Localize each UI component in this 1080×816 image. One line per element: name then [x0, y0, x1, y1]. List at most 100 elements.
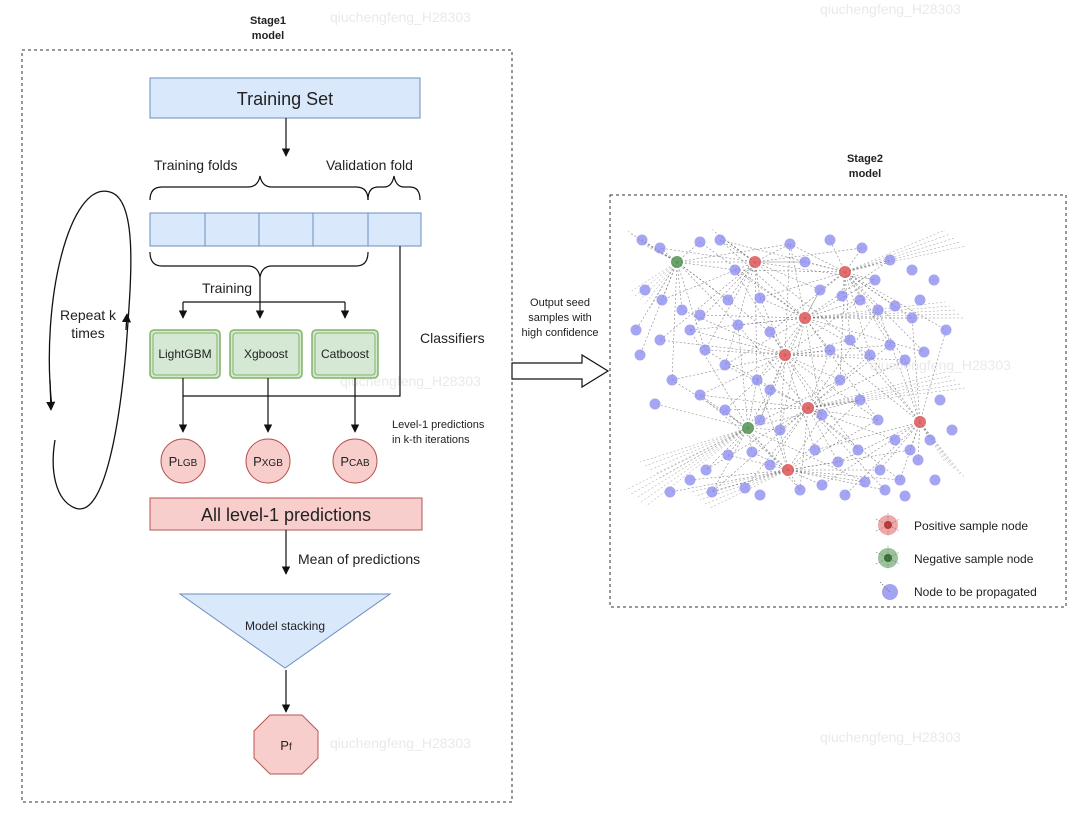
prediction-lgb: PLGB [160, 438, 206, 484]
positive-node [914, 416, 926, 428]
propagate-node [814, 284, 826, 296]
graph-edge [807, 375, 951, 409]
propagate-node [706, 486, 718, 498]
graph-edge [676, 243, 791, 263]
graph-edge [756, 317, 806, 381]
propagate-node [912, 454, 924, 466]
positive-node [779, 349, 791, 361]
graph-edge [724, 407, 809, 411]
graph-edge [844, 245, 966, 273]
propagate-node [746, 446, 758, 458]
graph-edge [724, 317, 806, 366]
graph-edge [759, 297, 806, 319]
graph-edge [779, 429, 789, 471]
graph-edge [639, 261, 678, 356]
repeat-label: Repeat k [60, 307, 117, 323]
propagate-node [636, 234, 648, 246]
graph-edge [804, 309, 956, 319]
propagate-node [884, 254, 896, 266]
training-folds-brace [149, 175, 369, 201]
level1-note: Level-1 predictions [392, 419, 485, 431]
propagate-node [754, 292, 766, 304]
graph-edge [754, 261, 851, 341]
graph-edge [629, 261, 678, 293]
svg-text:PCAB: PCAB [340, 454, 370, 469]
graph-edge [807, 407, 886, 491]
graph-edge [734, 269, 786, 356]
graph-edge [814, 421, 921, 451]
watermark: qiuchengfeng_H28303 [820, 729, 961, 745]
propagate-node [666, 374, 678, 386]
svg-text:PXGB: PXGB [253, 454, 283, 469]
positive-node [799, 312, 811, 324]
graph-edge [789, 243, 806, 319]
propagate-node [722, 449, 734, 461]
propagate-node [940, 324, 952, 336]
validation-fold-label: Validation fold [326, 157, 413, 173]
watermark: qiuchengfeng_H28303 [330, 9, 471, 25]
graph-edge [784, 243, 791, 356]
graph-edge [754, 247, 863, 263]
level1-note: in k-th iterations [392, 434, 470, 446]
legend: Positive sample node Negative sample nod… [875, 513, 1037, 600]
graph-edge [804, 317, 831, 351]
repeat-label: times [71, 325, 104, 341]
graph-edge [711, 407, 809, 493]
prediction-base: P [340, 454, 349, 469]
prediction-sub: CAB [349, 458, 370, 469]
graph-edge [689, 469, 789, 481]
propagate-node [946, 424, 958, 436]
watermark: qiuchengfeng_H28303 [870, 357, 1011, 373]
graph-edge [671, 261, 678, 381]
propagate-node [649, 398, 661, 410]
mean-of-predictions-label: Mean of predictions [298, 551, 420, 567]
graph-edge [754, 261, 758, 381]
graph-edge [759, 297, 786, 356]
graph-edge [804, 313, 961, 319]
prediction-cab: PCAB [332, 438, 378, 484]
propagate-node [634, 349, 646, 361]
graph-edge [919, 421, 966, 479]
graph-edge [769, 407, 809, 466]
propagate-node [816, 409, 828, 421]
propagate-node [832, 456, 844, 468]
propagate-node [824, 344, 836, 356]
graph-edge [784, 339, 851, 356]
output-label: Output seed [530, 297, 590, 309]
fold [258, 212, 314, 247]
propagate-node [859, 476, 871, 488]
graph-edge [689, 329, 749, 429]
propagate-node [694, 309, 706, 321]
legend-propagate-label: Node to be propagated [914, 585, 1037, 599]
graph-edge [704, 261, 756, 351]
fold [312, 212, 369, 247]
propagate-node [816, 479, 828, 491]
propagate-node [754, 414, 766, 426]
graph-edge [699, 241, 806, 319]
propagate-node [654, 334, 666, 346]
graph-edge [699, 314, 806, 319]
graph-edge [787, 469, 866, 483]
graph-edge [787, 399, 861, 471]
propagate-node [794, 484, 806, 496]
graph-edge [919, 421, 956, 471]
propagate-node [874, 464, 886, 476]
propagate-node [929, 474, 941, 486]
propagate-node [894, 474, 906, 486]
propagate-node [630, 324, 642, 336]
graph-edge [844, 237, 956, 273]
repeat-loop [48, 190, 132, 510]
legend-positive-icon [875, 513, 901, 537]
graph-edge [747, 427, 801, 491]
propagate-node [656, 294, 668, 306]
graph-edge [639, 427, 749, 463]
all-level1-box [149, 497, 423, 531]
graph-edge [919, 421, 951, 467]
positive-node [749, 256, 761, 268]
propagate-node [914, 294, 926, 306]
final-base: P [280, 738, 289, 753]
graph-edge [699, 394, 789, 471]
propagate-node [854, 394, 866, 406]
graph-edge [744, 407, 809, 489]
